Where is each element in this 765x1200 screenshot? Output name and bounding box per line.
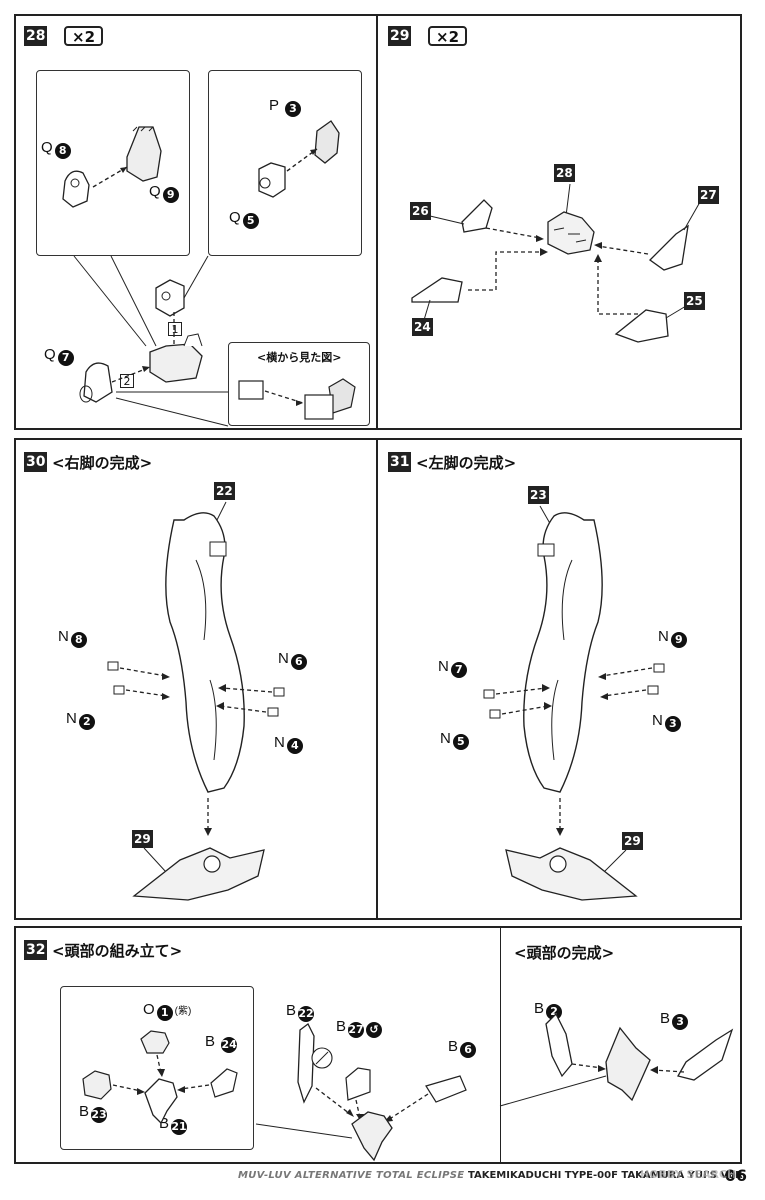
part-tag-29: 29 [132,830,153,848]
step-number: 32 [24,940,48,960]
leg-drawing [107,501,285,901]
head-assembly-drawing [255,1023,467,1162]
watermark: HOBBY SEARCH [640,1168,737,1181]
part-tag-29: 29 [622,832,643,850]
part-tag-24: 24 [412,318,433,336]
step-number: 30 [24,452,48,472]
side-view-box: <横から見た図> [228,342,370,426]
leg-drawing [483,505,665,901]
head-complete-title: <頭部の完成> [514,944,615,962]
assembly-drawing [73,255,229,427]
part-drawing [258,120,340,198]
step-number: 28 [24,26,48,46]
head-detail-drawing [82,1030,238,1125]
order-marker-2: 2 [120,374,134,388]
side-view-caption: <横から見た図> [257,351,342,364]
part-label-p3: P 3 [269,97,301,117]
footer-title: MUV-LUV ALTERNATIVE TOTAL ECLIPSE TAKEMI… [238,1170,747,1181]
part-tag-25: 25 [684,292,705,310]
page-number: 06 [724,1166,747,1185]
part-drawing [62,126,162,208]
step-title: <頭部の組み立て> [52,942,183,960]
step-29-panel: 29 ×2 28 26 27 24 25 [376,14,742,430]
part-tag-28: 28 [554,164,575,182]
quantity-badge: ×2 [64,26,104,46]
step-number: 31 [388,452,412,472]
part-tag-27: 27 [698,186,719,204]
part-tag-26: 26 [410,202,431,220]
step-title: <右脚の完成> [52,454,153,472]
swirl-icon: ↺ [366,1022,383,1038]
order-marker-1: 1 [168,322,182,336]
head-complete-drawing [499,1012,734,1107]
panel-divider [500,928,501,1162]
part-label-b24: B 24 [205,1033,238,1053]
model-name: TAKEMIKADUCHI TYPE-00F TAKAMURA YUI'S VE… [467,1170,747,1181]
step-title: <左脚の完成> [416,454,517,472]
step-number: 29 [388,26,412,46]
series-name: MUV-LUV ALTERNATIVE TOTAL ECLIPSE [238,1170,465,1181]
quantity-badge: ×2 [428,26,468,46]
part-tag-23: 23 [528,486,549,504]
part-tag-22: 22 [214,482,235,500]
assembly-drawing [411,183,701,343]
side-view-drawing [238,378,356,420]
